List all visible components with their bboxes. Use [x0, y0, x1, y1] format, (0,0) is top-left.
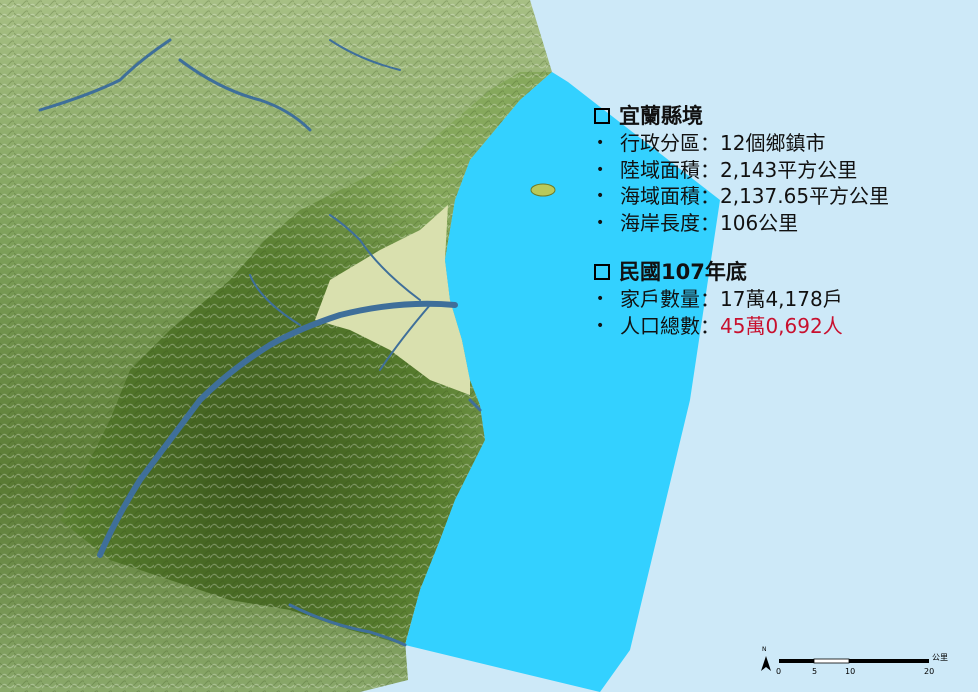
section-title-year: 民國107年底 [594, 258, 964, 286]
river-coast [468, 398, 482, 412]
item-value: 106公里 [720, 210, 799, 235]
bullet-icon: • [596, 291, 605, 307]
river-branch-2 [379, 304, 431, 371]
item-value: 17萬4,178戶 [720, 287, 843, 311]
population-value: 45萬0,692人 [720, 313, 843, 338]
scale-tick-5: 5 [812, 667, 817, 676]
scale-tick-10: 10 [845, 667, 855, 676]
guishan-island [530, 183, 556, 197]
square-bullet-icon [594, 264, 610, 280]
river-south-1 [288, 603, 407, 647]
item-label: 家戶數量： [620, 287, 720, 311]
scale-segment-3 [849, 659, 929, 663]
item-value: 2,143平方公里 [720, 157, 858, 182]
scale-segment-1 [779, 659, 814, 663]
bullet-icon: • [596, 214, 605, 231]
north-arrow-label: N [762, 646, 767, 653]
list-item: • 陸域面積： 2,143平方公里 [594, 157, 964, 184]
bullet-icon: • [596, 161, 605, 178]
item-value: 12個鄉鎮市 [720, 131, 826, 155]
lanyang-plain [315, 205, 470, 395]
list-item: • 行政分區： 12個鄉鎮市 [594, 130, 964, 157]
list-item: • 家戶數量： 17萬4,178戶 [594, 286, 964, 313]
scale-segment-2 [813, 658, 850, 664]
item-label: 海岸長度： [620, 210, 720, 235]
bullet-icon: • [596, 135, 605, 151]
county-mountain-texture [60, 72, 552, 645]
item-label: 陸域面積： [620, 157, 720, 182]
list-item: • 海岸長度： 106公里 [594, 210, 964, 237]
river-north-2 [178, 58, 312, 132]
bullet-icon: • [596, 317, 605, 334]
section-title-county: 宜蘭縣境 [594, 102, 964, 130]
section-title-text: 民國107年底 [619, 260, 747, 284]
river-branch-3 [249, 274, 301, 326]
item-label: 海域面積： [620, 184, 720, 208]
scale-tick-20: 20 [924, 667, 934, 676]
rivers [38, 38, 482, 647]
scale-bar: N 0 5 10 20 公里 [761, 646, 948, 676]
square-bullet-icon [594, 108, 610, 124]
section-title-text: 宜蘭縣境 [619, 104, 703, 128]
scale-tick-0: 0 [776, 667, 781, 676]
north-arrow-icon [761, 656, 771, 671]
marine-zone [405, 72, 720, 692]
list-item: • 海域面積： 2,137.65平方公里 [594, 183, 964, 210]
item-label: 行政分區： [620, 131, 720, 155]
list-item: • 人口總數： 45萬0,692人 [594, 313, 964, 340]
river-north-1 [38, 38, 172, 112]
item-label: 人口總數： [620, 313, 720, 338]
info-panel: 宜蘭縣境 • 行政分區： 12個鄉鎮市 • 陸域面積： 2,143平方公里 • … [594, 102, 964, 339]
river-branch-1 [329, 214, 421, 301]
item-value: 2,137.65平方公里 [720, 184, 890, 208]
bullet-icon: • [596, 188, 605, 204]
scale-unit: 公里 [932, 653, 948, 662]
river-north-3 [329, 39, 401, 71]
lanyang-river [97, 300, 458, 558]
